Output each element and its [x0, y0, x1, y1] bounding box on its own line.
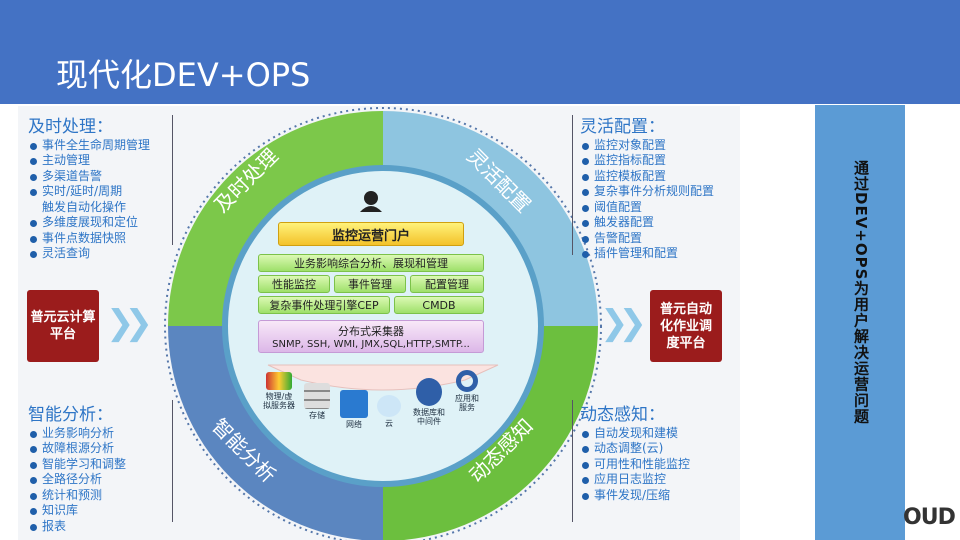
server-icon — [266, 372, 292, 390]
divider — [572, 400, 573, 522]
list-item: 触发自动化操作 — [42, 199, 127, 214]
list-item: 可用性和性能监控 — [580, 457, 690, 473]
list-item: 事件发现/压缩 — [580, 488, 690, 504]
resource-label: 应用和服务 — [455, 394, 479, 412]
database-icon — [416, 378, 442, 406]
monitoring-portal: 监控运营门户 — [278, 222, 464, 246]
resource-server: 物理/虚拟服务器 — [262, 372, 296, 410]
list-item: 监控指标配置 — [580, 153, 714, 169]
list-item: 业务影响分析 — [28, 426, 126, 442]
network-icon — [340, 390, 368, 418]
list-item: 多渠道告警 — [28, 169, 150, 185]
distributed-collector-box: 分布式采集器 SNMP, SSH, WMI, JMX,SQL,HTTP,SMTP… — [258, 320, 484, 353]
page-title: 现代化DEV+OPS — [56, 56, 311, 94]
list-item: 实时/延时/周期 — [28, 184, 150, 200]
storage-icon — [304, 383, 330, 409]
resource-network: 网络 — [338, 390, 370, 429]
list-item: 告警配置 — [580, 231, 714, 247]
job-scheduling-box: 普元自动化作业调度平台 — [650, 290, 722, 362]
collector-title: 分布式采集器 — [338, 325, 404, 338]
divider — [172, 115, 173, 245]
list-item: 插件管理和配置 — [580, 246, 714, 262]
list-item: 触发器配置 — [580, 215, 714, 231]
resource-label: 存储 — [309, 411, 325, 420]
list-item: 多维度展现和定位 — [28, 215, 150, 231]
list-title: 动态感知： — [580, 405, 665, 425]
list-item: 主动管理 — [28, 153, 150, 169]
resource-label: 数据库和中间件 — [413, 408, 445, 426]
event-management-box: 事件管理 — [334, 275, 406, 293]
list-item: 事件点数据快照 — [28, 231, 150, 247]
list-title: 及时处理： — [28, 117, 113, 137]
list-item: 复杂事件分析规则配置 — [580, 184, 714, 200]
list-item: 自动发现和建模 — [580, 426, 690, 442]
list-item: 全路径分析 — [28, 472, 126, 488]
cmdb-box: CMDB — [394, 296, 484, 314]
resource-label: 网络 — [346, 420, 362, 429]
side-panel — [815, 105, 905, 540]
list-item: 灵活查询 — [28, 246, 150, 262]
divider — [572, 115, 573, 255]
side-panel-text: 通过DEV+OPS为用户解决运营问题 — [852, 160, 870, 425]
list-smart-analysis: 智能分析： 业务影响分析 故障根源分析 智能学习和调整 全路径分析 统计和预测 … — [28, 405, 126, 535]
resource-app: 应用和服务 — [452, 370, 482, 412]
list-item: 阈值配置 — [580, 200, 714, 216]
list-item: 事件全生命周期管理 — [28, 138, 150, 154]
resource-storage: 存储 — [302, 383, 332, 420]
cloud-icon — [377, 395, 401, 417]
list-item: 监控模板配置 — [580, 169, 714, 185]
header-bar — [0, 0, 960, 104]
list-flexible-config: 灵活配置： 监控对象配置 监控指标配置 监控模板配置 复杂事件分析规则配置 阈值… — [580, 117, 714, 262]
list-title: 灵活配置： — [580, 117, 665, 137]
chevron-right-icon: ❯❯ — [600, 303, 647, 343]
performance-monitoring-box: 性能监控 — [258, 275, 330, 293]
list-item: 统计和预测 — [28, 488, 126, 504]
resource-label: 物理/虚拟服务器 — [263, 392, 295, 410]
list-item: 应用日志监控 — [580, 472, 690, 488]
list-item: 智能学习和调整 — [28, 457, 126, 473]
gears-icon — [456, 370, 478, 392]
cep-engine-box: 复杂事件处理引擎CEP — [258, 296, 390, 314]
list-item: 动态调整(云) — [580, 441, 690, 457]
list-item: 知识库 — [28, 503, 126, 519]
chevron-right-icon: ❯❯ — [106, 303, 153, 343]
list-item: 故障根源分析 — [28, 441, 126, 457]
list-title: 智能分析： — [28, 405, 113, 425]
resource-label: 云 — [385, 419, 393, 428]
collector-protocols: SNMP, SSH, WMI, JMX,SQL,HTTP,SMTP... — [272, 339, 470, 350]
config-management-box: 配置管理 — [410, 275, 484, 293]
resource-database: 数据库和中间件 — [412, 378, 446, 426]
list-item: 监控对象配置 — [580, 138, 714, 154]
company-logo: OUD — [903, 505, 956, 530]
list-timely-handling: 及时处理： 事件全生命周期管理 主动管理 多渠道告警 实时/延时/周期 触发自动… — [28, 117, 150, 262]
business-impact-box: 业务影响综合分析、展现和管理 — [258, 254, 484, 272]
cloud-platform-box: 普元云计算平台 — [27, 290, 99, 362]
list-item: 报表 — [28, 519, 126, 535]
resource-cloud: 云 — [376, 395, 402, 428]
divider — [172, 400, 173, 522]
list-dynamic-sensing: 动态感知： 自动发现和建模 动态调整(云) 可用性和性能监控 应用日志监控 事件… — [580, 405, 690, 504]
